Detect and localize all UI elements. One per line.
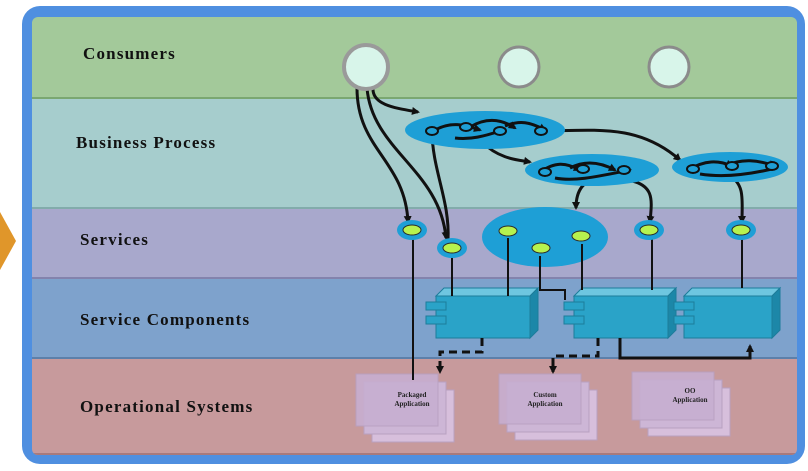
composite-service-ellipse: [482, 207, 608, 267]
layer-label-consumers: Consumers: [83, 44, 176, 63]
service-component-3: [673, 286, 782, 340]
side-tab-arrow: [0, 212, 16, 270]
service-component-2: [563, 286, 678, 340]
oo-application-line2: Application: [672, 396, 707, 404]
oo-application-box: OO Application: [631, 371, 731, 437]
service-node-5[interactable]: [571, 230, 591, 242]
packaged-application-line1: Packaged: [398, 391, 427, 399]
custom-application-line2: Application: [527, 400, 562, 408]
layer-label-operational-systems: Operational Systems: [80, 397, 254, 416]
business-process-2: [525, 154, 659, 186]
service-node-3[interactable]: [498, 225, 518, 237]
layer-label-services: Services: [80, 230, 150, 249]
packaged-application-line2: Application: [394, 400, 429, 408]
consumer-node-2[interactable]: [497, 45, 541, 89]
business-process-1: [405, 111, 565, 149]
layer-label-business-process: Business Process: [76, 133, 217, 152]
layer-label-service-components: Service Components: [80, 310, 251, 329]
service-node-1[interactable]: [397, 220, 427, 240]
custom-application-line1: Custom: [533, 391, 557, 399]
service-component-1: [425, 286, 540, 340]
layer-business-process: Business Process: [32, 99, 797, 209]
dashed-lines: [436, 338, 600, 374]
service-node-4[interactable]: [531, 242, 551, 254]
packaged-application-box: Packaged Application: [355, 373, 455, 443]
business-process-3: [672, 152, 788, 182]
custom-application-box: Custom Application: [498, 373, 598, 441]
oo-application-line1: OO: [685, 387, 696, 395]
consumer-node-3[interactable]: [647, 45, 691, 89]
service-node-2[interactable]: [437, 238, 467, 258]
service-node-7[interactable]: [726, 220, 756, 240]
consumer-node-1[interactable]: [342, 43, 390, 91]
service-node-6[interactable]: [634, 220, 664, 240]
